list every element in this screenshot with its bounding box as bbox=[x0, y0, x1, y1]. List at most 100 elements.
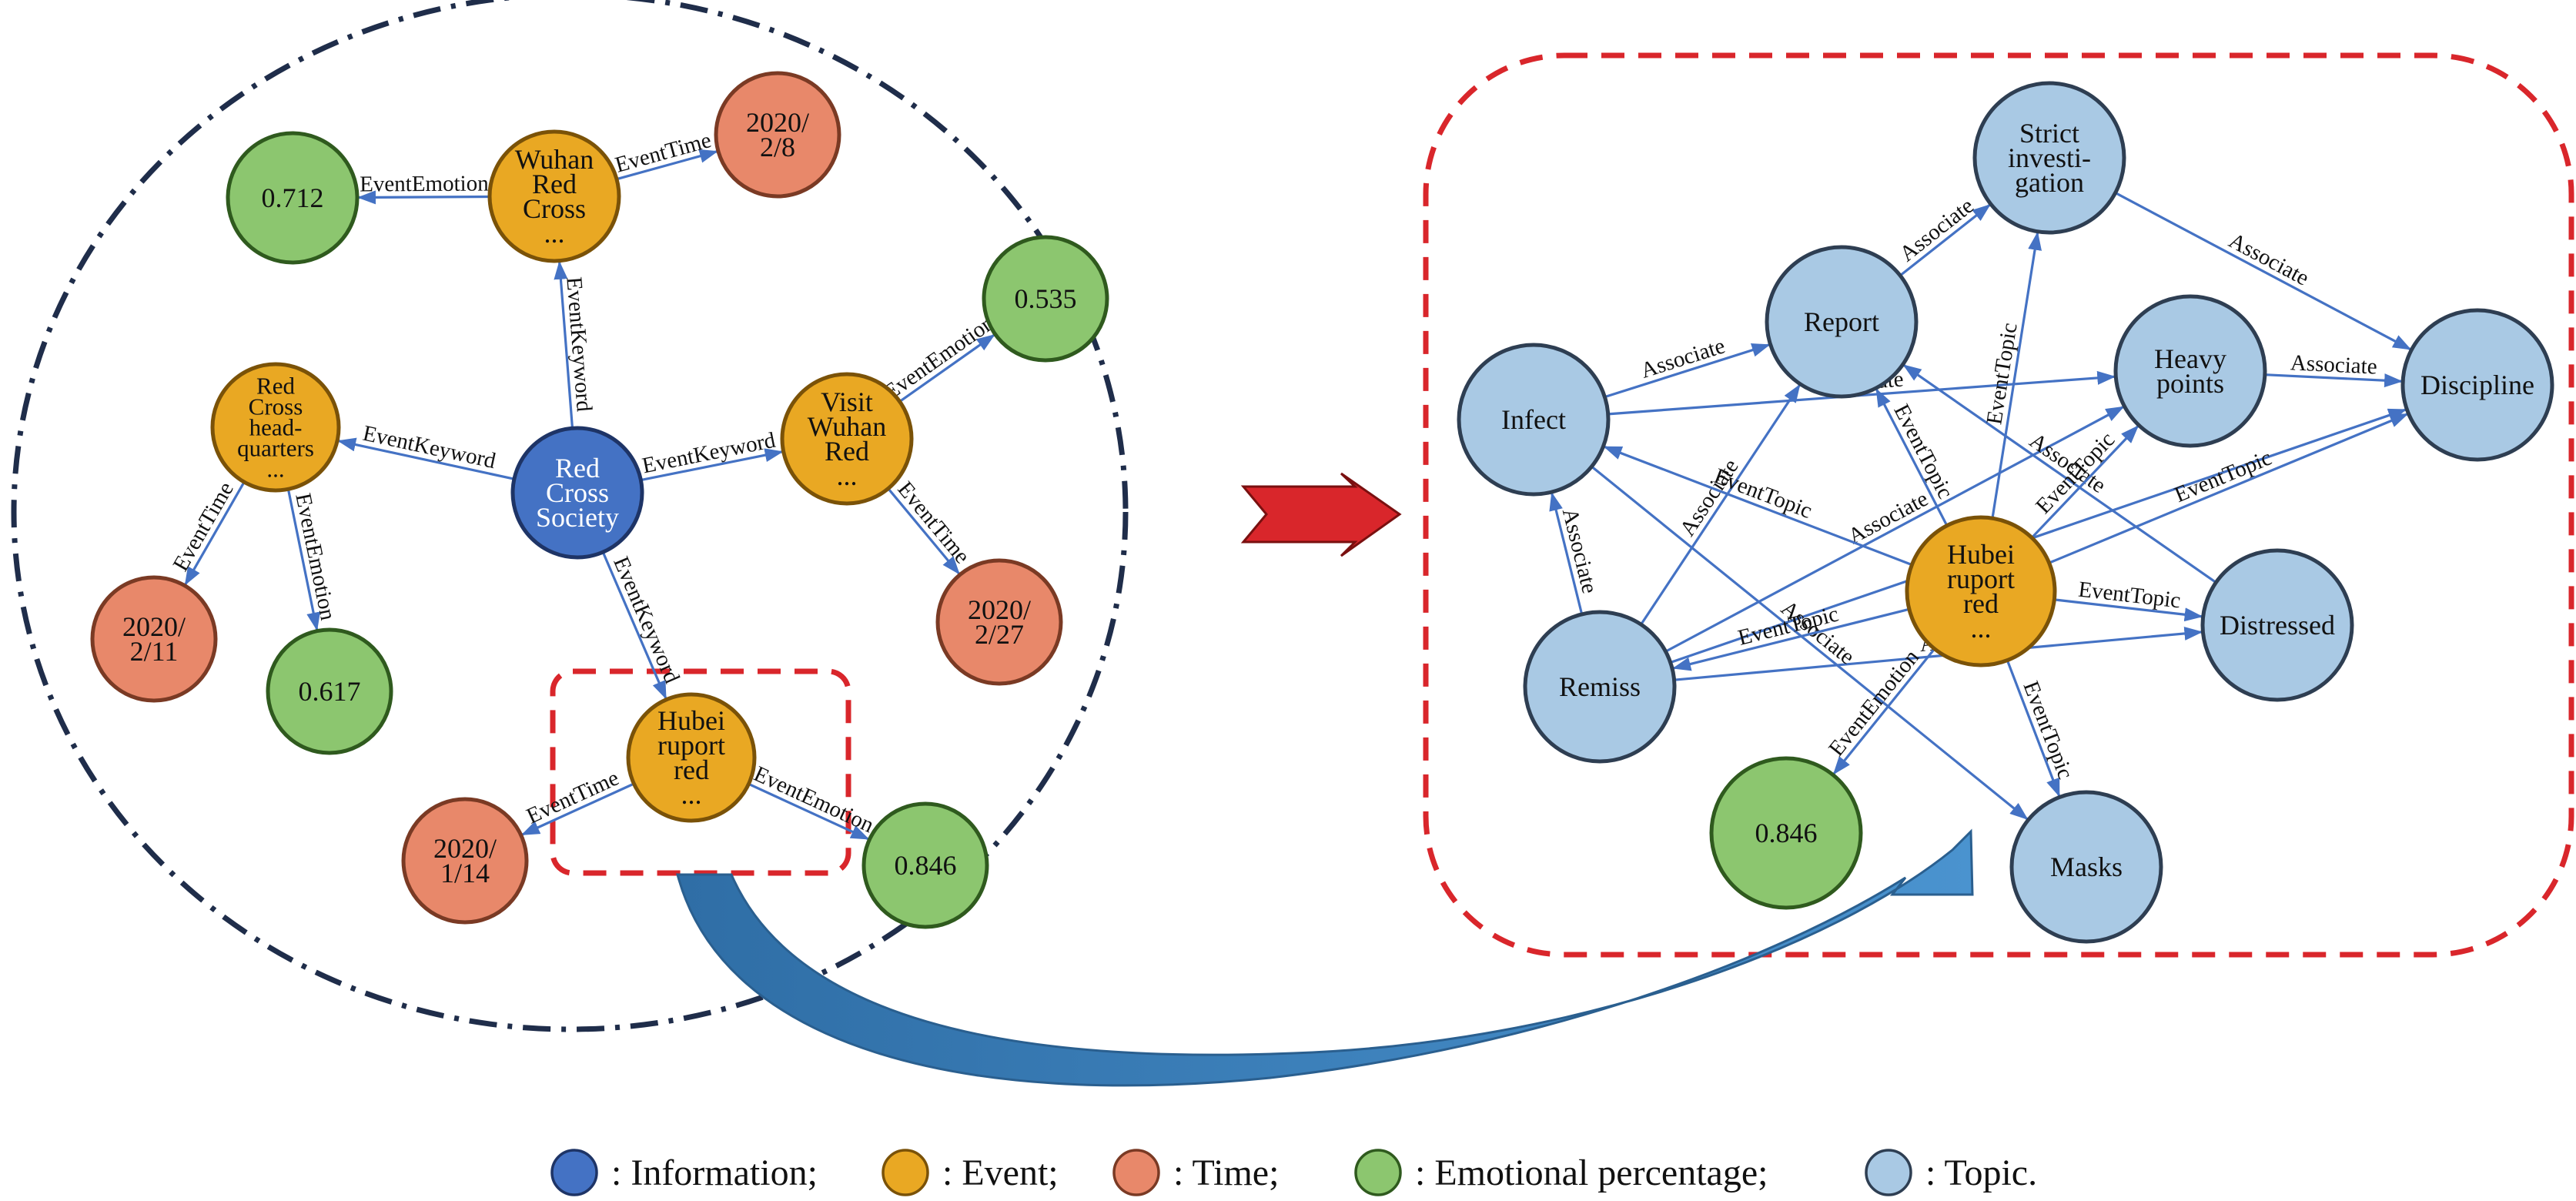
node-circle-time bbox=[714, 71, 841, 199]
left-edge-visit_wuhan_red-to-time_2020_2_27 bbox=[887, 487, 960, 575]
left-edge-visit_wuhan_red-to-emotion_0535 bbox=[898, 333, 995, 403]
node-label-line: 0.535 bbox=[1015, 283, 1077, 314]
node-circle-time bbox=[401, 797, 529, 925]
right-edge-hubei_ruport_red_right-to-strict_investigation bbox=[1991, 231, 2042, 519]
left-edge-label: EventEmotion bbox=[879, 310, 999, 405]
left-edge-label: EventKeyword bbox=[360, 421, 498, 474]
node-label-line: Cross bbox=[523, 193, 586, 224]
left-graph-nodes: RedCrossSocietyWuhanRedCross...2020/2/80… bbox=[90, 71, 1109, 929]
node-circle-information bbox=[510, 426, 644, 560]
right-edge-hubei_ruport_red_right-to-remiss bbox=[1672, 607, 1910, 671]
right-edge-remiss-to-discipline bbox=[1670, 408, 2407, 664]
node-circle-topic bbox=[2009, 790, 2163, 944]
node-circle-event bbox=[626, 692, 757, 823]
node-circle-topic bbox=[1972, 81, 2126, 235]
node-circle-emotion bbox=[226, 131, 360, 265]
node-label-line: ... bbox=[1971, 613, 1992, 644]
left-edge-red_cross_society-to-red_cross_hq bbox=[337, 437, 515, 480]
legend-label-emotion: : Emotional percentage; bbox=[1415, 1152, 1768, 1193]
left-node-emotion_0617: 0.617 bbox=[266, 627, 393, 755]
node-label-line: Red bbox=[256, 373, 295, 400]
node-label-line: Report bbox=[1804, 306, 1879, 337]
node-circle-event bbox=[1905, 515, 2057, 667]
highlight-box bbox=[550, 668, 851, 876]
right-edge-hubei_ruport_red_right-to-heavy_points bbox=[2030, 425, 2139, 539]
node-circle-emotion bbox=[266, 627, 393, 755]
node-label-line: Discipline bbox=[2420, 370, 2534, 400]
right-node-emotion_0846_right: 0.846 bbox=[1709, 756, 1863, 910]
left-node-time_2020_2_8: 2020/2/8 bbox=[714, 71, 841, 199]
node-label-line: gation bbox=[2015, 167, 2084, 198]
right-edge-infect-to-report bbox=[1604, 343, 1771, 399]
right-edge-hubei_ruport_red_right-to-report bbox=[1875, 388, 1949, 527]
left-node-emotion_0535: 0.535 bbox=[982, 235, 1109, 363]
right-edge-hubei_ruport_red_right-to-discipline bbox=[2049, 413, 2409, 564]
node-label-line: ... bbox=[837, 460, 858, 491]
node-label-line: quarters bbox=[237, 435, 314, 462]
right-edge-label: EventTopic bbox=[1889, 400, 1958, 503]
right-node-hubei_ruport_red_right: Hubeiruportred... bbox=[1905, 515, 2057, 667]
right-edge-label: Associate bbox=[2290, 350, 2377, 379]
left-edge-red_cross_society-to-wuhan_red_cross bbox=[554, 260, 574, 429]
node-circle-topic bbox=[1457, 343, 1611, 497]
node-circle-time bbox=[935, 558, 1063, 686]
left-edge-wuhan_red_cross-to-emotion_0712 bbox=[356, 190, 490, 205]
node-label-line: Red bbox=[825, 436, 869, 467]
node-label-line: 2/27 bbox=[975, 619, 1024, 650]
node-label-line: Wuhan bbox=[515, 144, 594, 175]
node-label-line: 2/8 bbox=[760, 132, 795, 162]
curved-transition-arrow bbox=[676, 828, 1974, 1087]
node-label-line: 1/14 bbox=[440, 858, 490, 888]
left-edge-red_cross_hq-to-emotion_0617 bbox=[286, 489, 321, 631]
node-label-line: 2020/ bbox=[968, 594, 1031, 625]
left-edge-label: EventEmotion bbox=[750, 761, 878, 838]
legend-item-event: : Event; bbox=[882, 1149, 1059, 1196]
node-circle-topic bbox=[2400, 308, 2554, 462]
node-label-line: 2020/ bbox=[122, 611, 186, 642]
left-edge-label: EventEmotion bbox=[360, 171, 489, 196]
node-label-line: 0.712 bbox=[262, 182, 324, 213]
legend-item-information: : Information; bbox=[550, 1149, 818, 1196]
transition-arrow bbox=[1240, 472, 1402, 557]
right-edge-heavy_points-to-discipline bbox=[2264, 373, 2404, 388]
legend-item-emotion: : Emotional percentage; bbox=[1354, 1149, 1768, 1196]
node-label-line: Society bbox=[536, 502, 619, 533]
node-label-line: ... bbox=[544, 218, 565, 249]
right-edge-hubei_ruport_red_right-to-emotion_0846_right bbox=[1832, 647, 1936, 775]
node-label-line: Red bbox=[532, 169, 577, 199]
right-node-remiss: Remiss bbox=[1523, 610, 1677, 764]
node-label-line: Remiss bbox=[1559, 671, 1641, 702]
right-edge-remiss-to-infect bbox=[1549, 492, 1584, 615]
right-edge-infect-to-masks bbox=[1591, 465, 2029, 820]
node-label-line: investi- bbox=[2008, 142, 2091, 173]
node-circle-emotion bbox=[982, 235, 1109, 363]
right-node-discipline: Discipline bbox=[2400, 308, 2554, 462]
node-label-line: 0.846 bbox=[1755, 818, 1818, 848]
node-label-line: Masks bbox=[2050, 851, 2123, 882]
node-circle-topic bbox=[2200, 548, 2354, 702]
node-label-line: head- bbox=[249, 414, 303, 441]
node-label-line: red bbox=[674, 754, 709, 785]
legend-item-time: : Time; bbox=[1112, 1149, 1279, 1196]
left-edge-label: EventEmotion bbox=[290, 491, 340, 623]
node-circle-emotion bbox=[861, 801, 989, 929]
node-label-line: ruport bbox=[1947, 564, 2015, 594]
node-label-line: 2/11 bbox=[130, 636, 179, 667]
node-label-line: 2020/ bbox=[433, 833, 497, 864]
node-circle-topic bbox=[1523, 610, 1677, 764]
right-graph-nodes: Strictinvesti-gationReportInfectHeavypoi… bbox=[1457, 81, 2554, 944]
left-edge-red_cross_society-to-visit_wuhan_red bbox=[641, 448, 784, 482]
node-label-line: Visit bbox=[821, 386, 873, 417]
legend-item-topic: : Topic. bbox=[1865, 1149, 2037, 1196]
left-graph-frame bbox=[11, 0, 1129, 1032]
left-node-wuhan_red_cross: WuhanRedCross... bbox=[487, 129, 621, 263]
node-label-line: Hubei bbox=[1947, 539, 2015, 570]
left-edge-label: EventKeyword bbox=[640, 428, 778, 479]
left-node-time_2020_2_11: 2020/2/11 bbox=[90, 575, 218, 703]
right-edge-label: Associate bbox=[1557, 506, 1602, 596]
right-edge-label: Associate bbox=[1844, 487, 1932, 549]
right-edge-label: Associate bbox=[1895, 193, 1979, 266]
node-circle-topic bbox=[2113, 294, 2267, 448]
